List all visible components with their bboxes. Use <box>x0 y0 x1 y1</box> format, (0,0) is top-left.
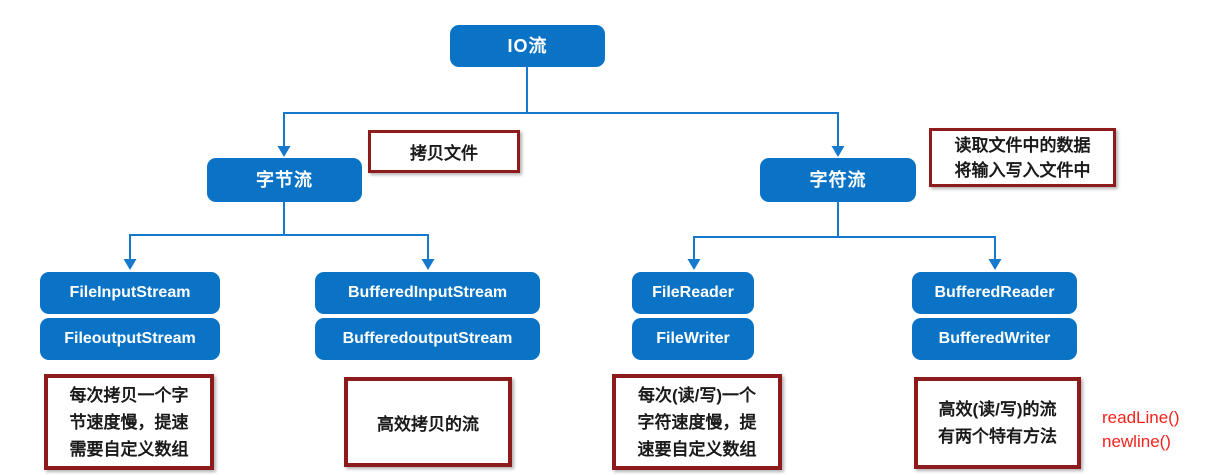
method-note-readline: readLine() <box>1102 408 1180 427</box>
annotation-text: 有两个特有方法 <box>938 427 1057 446</box>
annotation-read-write-file: 读取文件中的数据 将输入写入文件中 <box>929 128 1116 187</box>
node-file-reader: FileReader <box>632 272 754 314</box>
node-char-stream: 字符流 <box>760 158 916 202</box>
annotation-byte-slow: 每次拷贝一个字 节速度慢，提速 需要自定义数组 <box>44 374 214 470</box>
method-note-newline: newline() <box>1102 432 1171 451</box>
node-buffered-reader: BufferedReader <box>912 272 1077 314</box>
annotation-text: 每次拷贝一个字 <box>69 385 189 405</box>
annotation-text: 高效拷贝的流 <box>377 414 479 434</box>
annotation-efficient-copy: 高效拷贝的流 <box>344 377 512 467</box>
node-buffered-output-stream: BufferedoutputStream <box>315 318 540 360</box>
method-notes: readLine() newline() <box>1102 406 1180 454</box>
annotation-char-slow: 每次(读/写)一个 字符速度慢，提 速要自定义数组 <box>612 374 782 470</box>
annotation-text: 每次(读/写)一个 <box>637 385 757 405</box>
annotation-efficient-rw: 高效(读/写)的流 有两个特有方法 <box>914 377 1081 469</box>
annotation-text: 将输入写入文件中 <box>954 160 1091 180</box>
annotation-text: 速要自定义数组 <box>637 439 757 459</box>
node-file-writer: FileWriter <box>632 318 754 360</box>
node-buffered-writer: BufferedWriter <box>912 318 1077 360</box>
annotation-text: 拷贝文件 <box>410 144 478 163</box>
annotation-text: 高效(读/写)的流 <box>938 400 1057 419</box>
annotation-copy-file: 拷贝文件 <box>368 130 520 173</box>
node-io-stream: IO流 <box>450 25 605 67</box>
annotation-text: 字符速度慢，提 <box>637 412 757 432</box>
annotation-text: 节速度慢，提速 <box>69 412 189 432</box>
node-byte-stream: 字节流 <box>207 158 362 202</box>
node-file-output-stream: FileoutputStream <box>40 318 220 360</box>
annotation-text: 需要自定义数组 <box>69 439 189 459</box>
node-file-input-stream: FileInputStream <box>40 272 220 314</box>
annotation-text: 读取文件中的数据 <box>954 135 1091 155</box>
node-buffered-input-stream: BufferedInputStream <box>315 272 540 314</box>
